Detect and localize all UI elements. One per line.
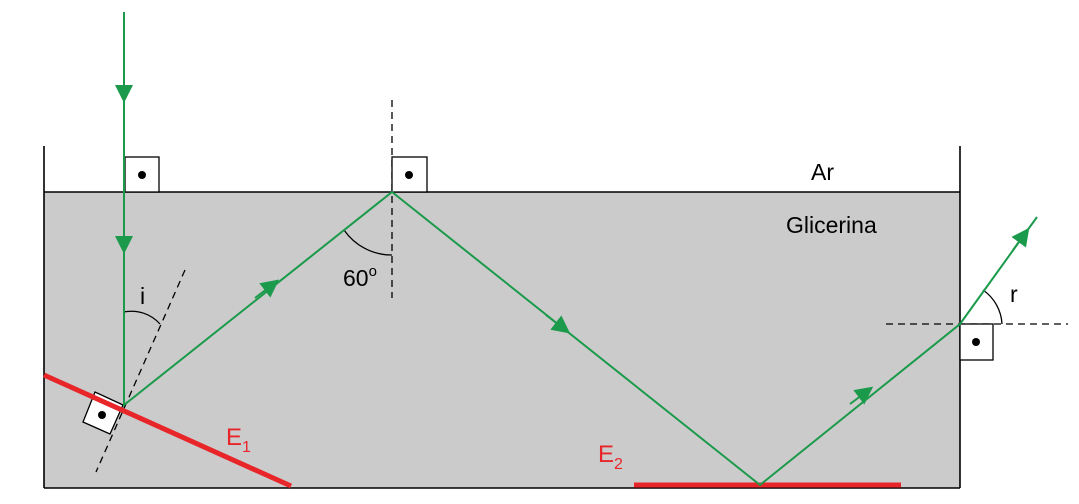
label-angle-r: r xyxy=(1010,281,1018,307)
normal-mirror1 xyxy=(95,269,186,473)
arc-60 xyxy=(343,229,393,256)
label-angle-60: 60o xyxy=(343,263,377,291)
e1-letter: E xyxy=(226,424,242,451)
light-ray xyxy=(123,12,1038,487)
arrow-down-right xyxy=(545,314,571,334)
mirror-e1 xyxy=(42,372,293,489)
ray-arrows xyxy=(115,72,1030,405)
right-angle-entry xyxy=(124,156,160,193)
e1-subscript: 1 xyxy=(242,439,251,456)
arrow-exit xyxy=(1011,227,1030,251)
arc-i xyxy=(123,310,161,325)
arrow-up-left xyxy=(254,279,280,299)
label-air: Ar xyxy=(811,159,834,185)
angle-60-degree: o xyxy=(369,263,377,280)
right-angle-dots xyxy=(98,171,980,419)
container-outline xyxy=(43,146,961,489)
glycerin-fill xyxy=(44,192,960,488)
angle-arcs xyxy=(123,229,1003,325)
e2-subscript: 2 xyxy=(614,456,623,473)
right-angle-exit xyxy=(959,323,994,361)
arc-r xyxy=(982,289,1003,325)
e2-letter: E xyxy=(598,441,614,468)
label-glycerin: Glicerina xyxy=(786,212,877,238)
mirrors xyxy=(42,372,901,489)
arrow-up-right xyxy=(849,386,874,405)
label-e2: E2 xyxy=(598,441,623,473)
label-angle-i: i xyxy=(140,283,145,309)
angle-60-value: 60 xyxy=(343,265,369,291)
right-angle-marks xyxy=(82,156,994,435)
label-e1: E1 xyxy=(226,424,251,456)
